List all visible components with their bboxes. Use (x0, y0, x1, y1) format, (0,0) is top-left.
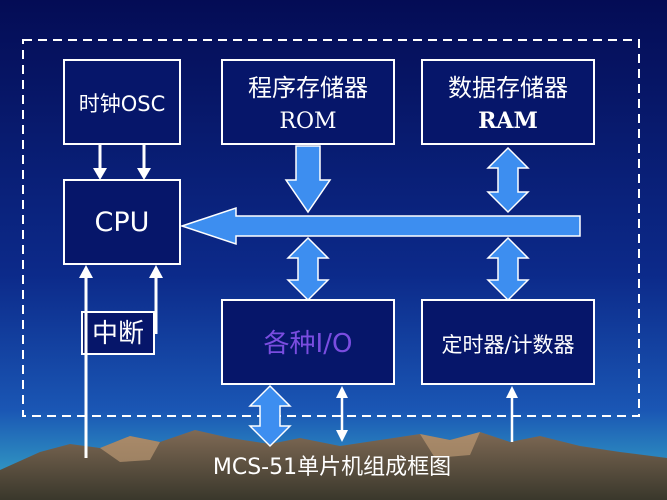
cpu-block: CPU (63, 179, 181, 265)
timer-bus-arrow (486, 236, 530, 302)
interrupt-arrows (79, 265, 163, 458)
ram-label-cn: 数据存储器 (448, 74, 568, 102)
rom-label-en: ROM (279, 109, 336, 134)
timer-block: 定时器/计数器 (421, 299, 595, 385)
mountain-range (0, 430, 667, 500)
io-external-arrow (248, 384, 292, 448)
osc-block: 时钟OSC (63, 59, 181, 145)
ram-block: 数据存储器 RAM (421, 59, 595, 145)
ram-label-en: RAM (478, 108, 538, 134)
rom-block: 程序存储器 ROM (221, 59, 395, 145)
diagram-caption: MCS-51单片机组成框图 (213, 455, 451, 480)
io-label: 各种I/O (264, 329, 353, 359)
cpu-label: CPU (95, 207, 150, 238)
io-bus-arrow (286, 236, 330, 302)
timer-external-input (506, 386, 518, 442)
rom-to-bus-arrow (284, 145, 332, 214)
io-block: 各种I/O (221, 299, 395, 385)
mountain-highlight (100, 432, 480, 462)
timer-label: 定时器/计数器 (441, 333, 574, 357)
osc-label: 时钟OSC (79, 92, 166, 116)
system-bus-arrow (179, 206, 581, 246)
chip-boundary (22, 39, 640, 417)
ram-bus-arrow (486, 146, 530, 214)
interrupt-label: 中断 (92, 319, 144, 349)
osc-to-cpu-arrows (93, 144, 151, 180)
io-external-line (336, 386, 348, 442)
rom-label-cn: 程序存储器 (248, 74, 368, 102)
interrupt-block: 中断 (81, 311, 155, 355)
